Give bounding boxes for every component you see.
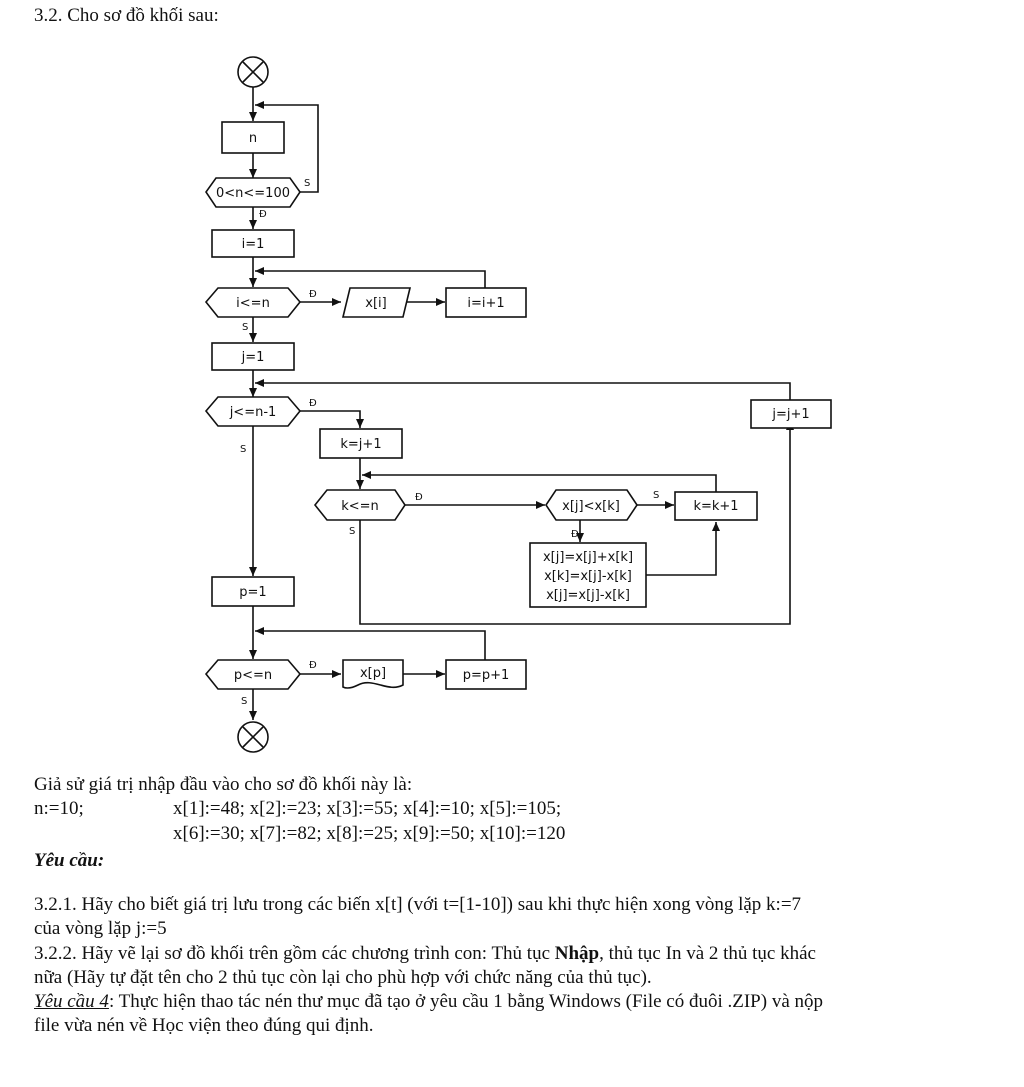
cond-swap-no-label: S <box>653 490 659 501</box>
cond-n-no-label: S <box>304 178 310 189</box>
init-p-label: p=1 <box>239 585 266 600</box>
init-i-box: i=1 <box>211 229 295 258</box>
init-j-label: j=1 <box>241 350 265 365</box>
cond-n-label: 0<n<=100 <box>216 186 290 201</box>
req-321-line-2: của vòng lặp j:=5 <box>34 918 167 939</box>
cond-p-no-label: S <box>241 696 247 707</box>
cond-i-label: i<=n <box>236 296 270 311</box>
inc-p-label: p=p+1 <box>463 668 510 683</box>
cond-j-no-label: S <box>240 444 246 455</box>
init-i-label: i=1 <box>242 237 265 252</box>
cond-p-hexagon: p<=n <box>204 659 302 690</box>
swap-line-3: x[j]=x[j]-x[k] <box>546 588 630 603</box>
inc-i-box: i=i+1 <box>445 287 527 318</box>
cond-n-hexagon: 0<n<=100 <box>205 177 301 208</box>
inc-i-label: i=i+1 <box>467 296 504 311</box>
cond-p-yes-label: Đ <box>309 660 317 671</box>
cond-j-yes-label: Đ <box>309 398 317 409</box>
input-n-box: n <box>221 121 285 154</box>
x-values-line-1: x[1]:=48; x[2]:=23; x[3]:=55; x[4]:=10; … <box>173 798 562 819</box>
requirements-heading: Yêu cầu: <box>34 849 104 872</box>
input-xi-label: x[i] <box>365 296 386 311</box>
cond-j-hexagon: j<=n-1 <box>204 396 302 427</box>
end-terminator <box>237 721 269 753</box>
swap-line-1: x[j]=x[j]+x[k] <box>543 550 633 565</box>
cond-k-no-label: S <box>349 526 355 537</box>
cond-k-yes-label: Đ <box>415 492 423 503</box>
x-values-line-2: x[6]:=30; x[7]:=82; x[8]:=25; x[9]:=50; … <box>173 823 566 844</box>
req-322-line-2: nữa (Hãy tự đặt tên cho 2 thủ tục còn lạ… <box>34 967 652 988</box>
cond-n-yes-label: Đ <box>259 209 267 220</box>
cond-i-no-label: S <box>242 322 248 333</box>
cond-swap-yes-label: Đ <box>571 529 579 540</box>
inc-p-box: p=p+1 <box>445 659 527 690</box>
cond-k-label: k<=n <box>341 499 379 514</box>
section-title: 3.2. Cho sơ đồ khối sau: <box>34 5 219 26</box>
init-k-label: k=j+1 <box>340 437 381 452</box>
req-322-post: , thủ tục In và 2 thủ tục khác <box>599 943 816 964</box>
inc-k-box: k=k+1 <box>674 491 758 521</box>
input-n-label: n <box>249 131 257 146</box>
start-terminator <box>237 56 269 88</box>
cond-swap-hexagon: x[j]<x[k] <box>545 489 638 521</box>
inc-k-label: k=k+1 <box>693 499 738 514</box>
flowchart: n 0<n<=100 i=1 i<=n x[i] i=i+1 j=1 j<=n-… <box>204 56 832 753</box>
swap-line-2: x[k]=x[j]-x[k] <box>544 569 632 584</box>
inc-j-label: j=j+1 <box>771 407 809 422</box>
cond-j-label: j<=n-1 <box>229 405 277 420</box>
init-j-box: j=1 <box>211 342 295 371</box>
req-322-line-1: 3.2.2. Hãy vẽ lại sơ đồ khối trên gồm cá… <box>34 942 816 965</box>
swap-box: x[j]=x[j]+x[k] x[k]=x[j]-x[k] x[j]=x[j]-… <box>529 542 647 608</box>
cond-k-hexagon: k<=n <box>313 489 406 521</box>
req4-label: Yêu cầu 4 <box>34 991 109 1012</box>
init-p-box: p=1 <box>211 576 295 607</box>
req4-line-1: Yêu cầu 4: Thực hiện thao tác nén thư mụ… <box>34 990 823 1013</box>
cond-i-yes-label: Đ <box>309 289 317 300</box>
req-322-pre: 3.2.2. Hãy vẽ lại sơ đồ khối trên gồm cá… <box>34 943 555 964</box>
req4-line-2: file vừa nén về Học viện theo đúng qui đ… <box>34 1015 374 1036</box>
assume-text: Giả sử giá trị nhập đầu vào cho sơ đồ kh… <box>34 774 413 795</box>
cond-p-label: p<=n <box>234 668 272 683</box>
n-value: n:=10; <box>34 798 84 819</box>
requirements-label: Yêu cầu: <box>34 850 105 871</box>
input-xi-parallelogram: x[i] <box>341 287 412 318</box>
req-322-bold: Nhập <box>554 943 600 964</box>
req-321-line-1: 3.2.1. Hãy cho biết giá trị lưu trong cá… <box>34 894 802 915</box>
init-k-box: k=j+1 <box>319 428 403 459</box>
output-xp-label: x[p] <box>360 666 386 681</box>
cond-swap-label: x[j]<x[k] <box>562 499 620 514</box>
cond-i-hexagon: i<=n <box>204 287 302 318</box>
req4-text: : Thực hiện thao tác nén thư mục đã tạo … <box>108 991 824 1012</box>
inc-j-box: j=j+1 <box>750 399 832 429</box>
output-xp-document: x[p] <box>342 659 404 689</box>
